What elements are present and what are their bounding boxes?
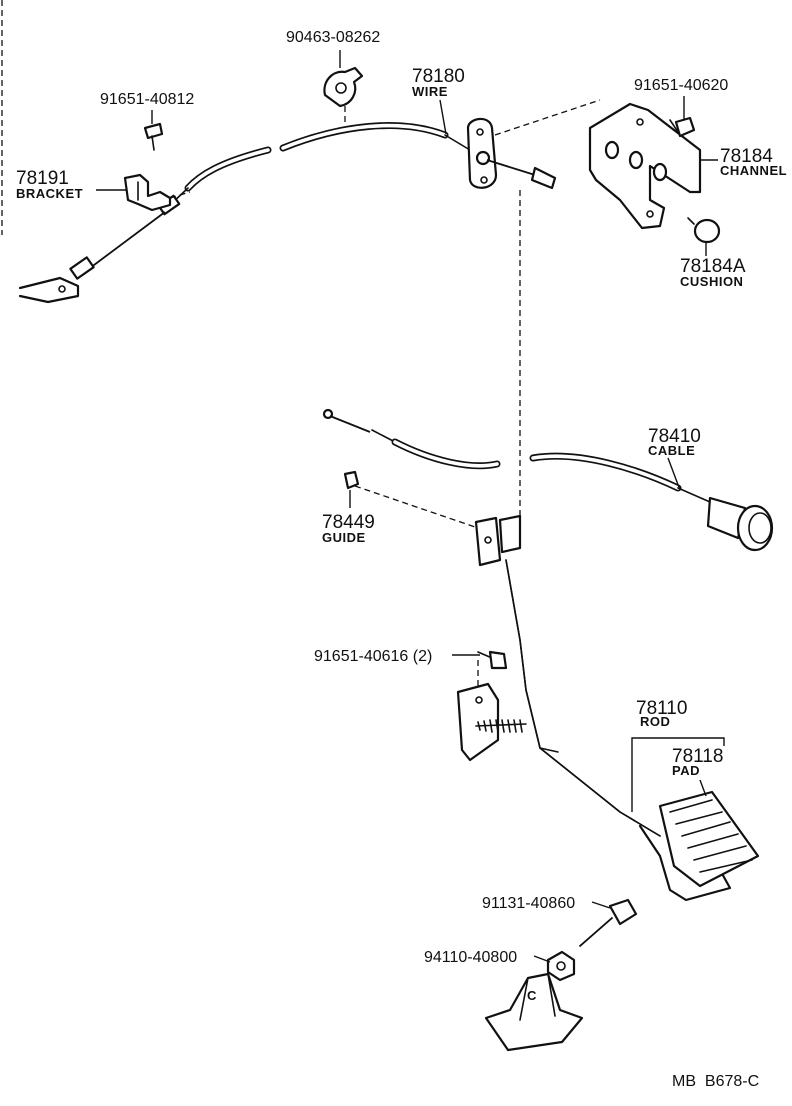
wire-cable-left-section [184, 146, 272, 192]
channel-78184 [588, 102, 702, 230]
bolt-91651-40616 [477, 650, 508, 670]
part-number-label: 78449 [322, 512, 375, 533]
label-group: 90463-08262 78180 WIRE 91651-40812 91651… [16, 29, 787, 1090]
bolt-91651-40812 [143, 122, 164, 151]
part-number-label: 91131-40860 [482, 895, 575, 912]
pedal-lever-end [18, 276, 80, 304]
part-name-label: CHANNEL [720, 163, 787, 178]
part-name-label: CABLE [648, 443, 695, 458]
part-name-label: CUSHION [680, 274, 743, 289]
bracket-78191 [123, 173, 191, 212]
part-number-label: 91651-40616 (2) [314, 648, 432, 665]
accelerator-rod-78110 [474, 514, 661, 837]
part-name-label: GUIDE [322, 530, 366, 545]
part-number-label: 78410 [648, 426, 701, 447]
wire-cable-assembly [18, 122, 471, 304]
cable-78410-assembly [322, 408, 774, 552]
part-number-label: 91651-40812 [100, 91, 194, 108]
diagram-code: MB B678-C [672, 1073, 759, 1090]
part-number-label: 78118 [672, 746, 723, 767]
pedal-pad-78118 [638, 790, 760, 902]
guide-78449 [343, 470, 479, 529]
spring-bracket [456, 660, 527, 762]
svg-text:C: C [527, 988, 537, 1003]
wire-mount-plate [466, 117, 557, 190]
link-line-channel [494, 99, 601, 136]
part-number-label: 78110 [636, 698, 687, 719]
nut-94110-40800 [546, 950, 576, 982]
part-number-label: 94110-40800 [424, 949, 517, 966]
part-number-label: 78191 [16, 168, 69, 189]
part-number-label: 91651-40620 [634, 77, 728, 94]
cushion-78184a [687, 217, 721, 244]
part-number-label: 78180 [412, 66, 465, 87]
part-name-label: PAD [672, 763, 700, 778]
pedal-stopper: C [484, 972, 584, 1052]
part-name-label: ROD [640, 714, 670, 729]
part-number-label: 78184 [720, 146, 773, 167]
part-name-label: WIRE [412, 84, 448, 99]
bolt-91131-40860 [579, 898, 638, 947]
clamp-90463-08262 [323, 66, 364, 122]
part-number-label: 78184A [680, 256, 746, 277]
part-number-label: 90463-08262 [286, 29, 380, 46]
bolt-91651-40620 [669, 116, 696, 138]
part-name-label: BRACKET [16, 186, 83, 201]
